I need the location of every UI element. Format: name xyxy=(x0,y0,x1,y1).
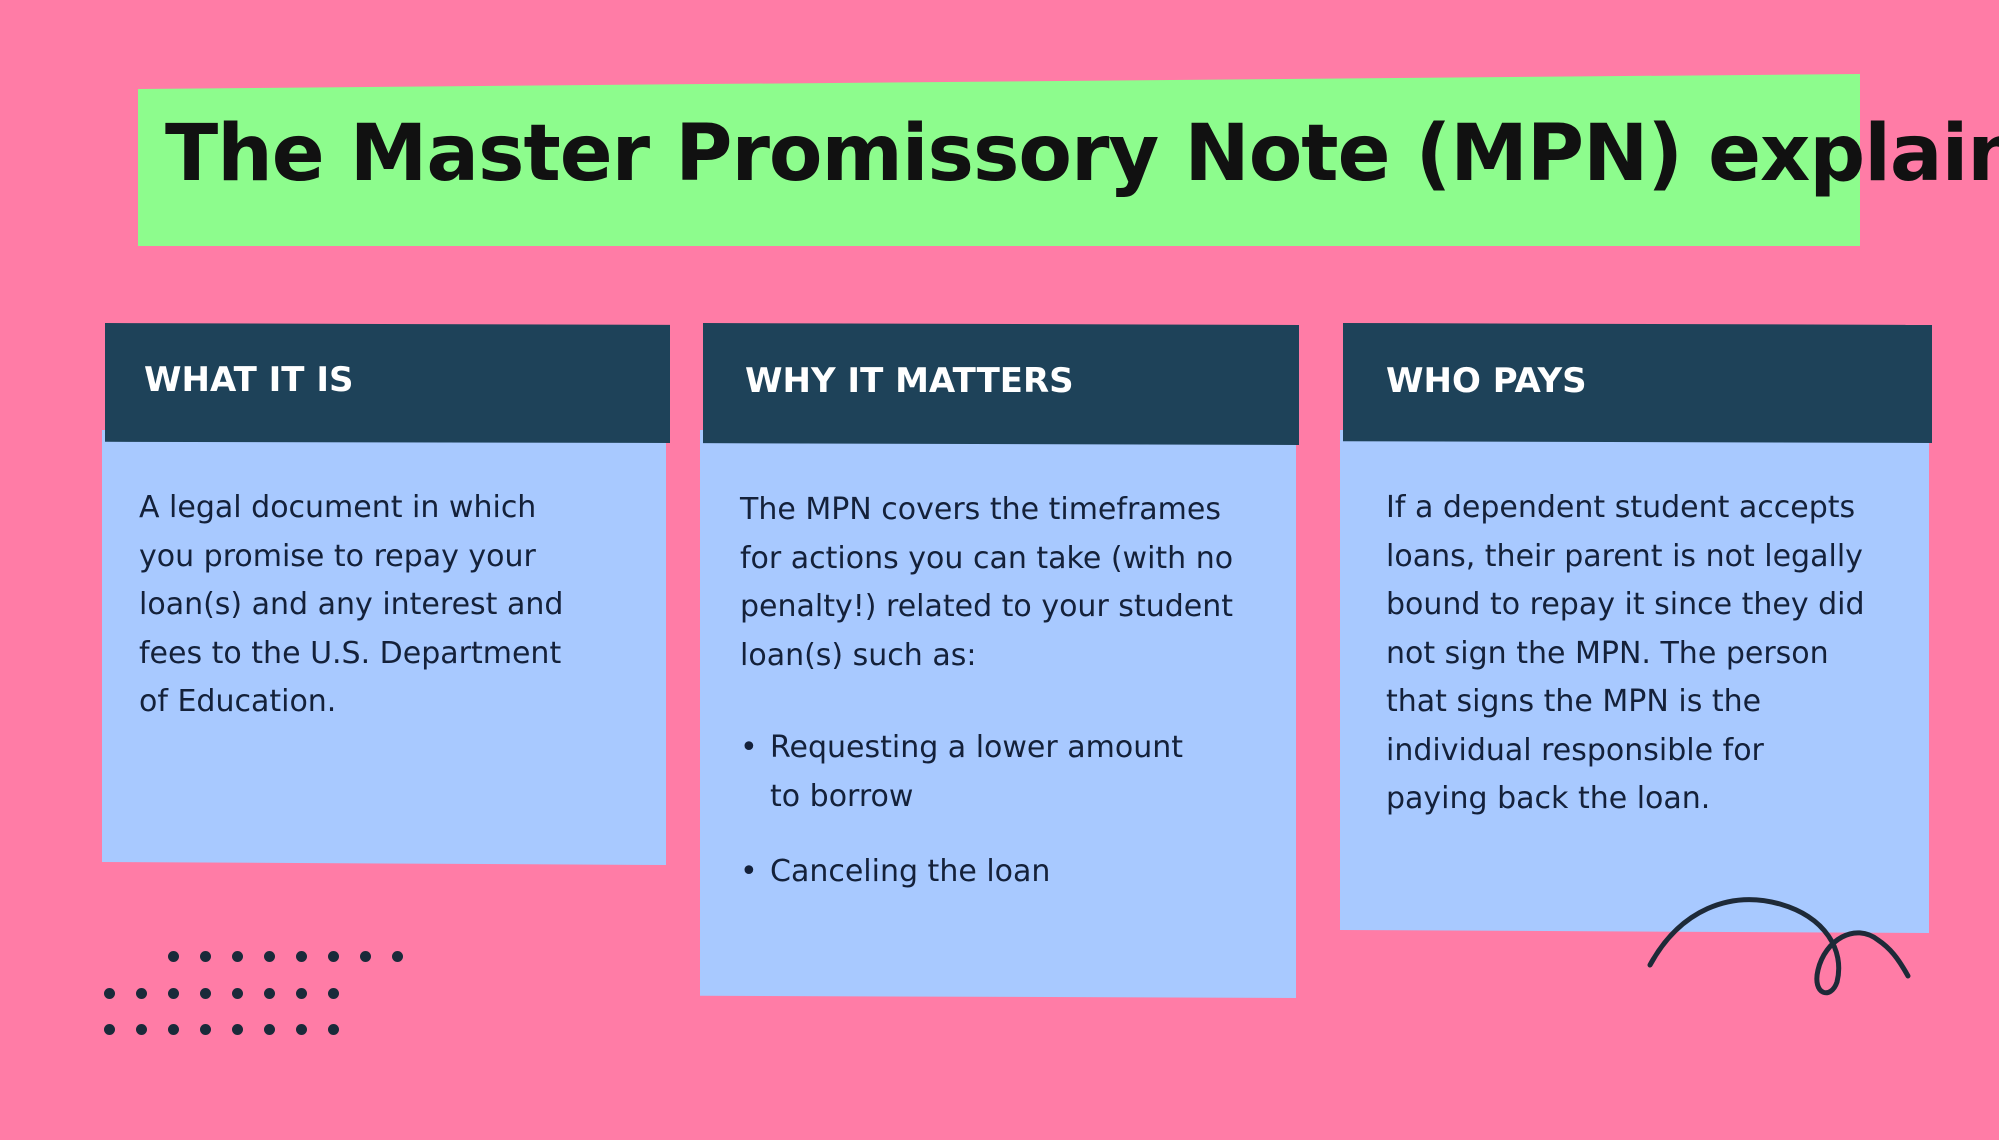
card-text: If a dependent student accepts loans, th… xyxy=(1386,490,1865,816)
card-heading: WHAT IT IS xyxy=(144,360,354,400)
page-title: The Master Promissory Note (MPN) explain… xyxy=(165,109,1999,199)
list-item: Canceling the loan xyxy=(740,848,1260,897)
card-text: A legal document in which you promise to… xyxy=(139,490,564,719)
card-body xyxy=(1340,430,1929,933)
card-heading: WHO PAYS xyxy=(1386,361,1587,401)
card-body xyxy=(102,430,666,865)
list-item: Requesting a lower amount to borrow xyxy=(740,724,1260,821)
card-header xyxy=(105,323,670,443)
title-band xyxy=(138,74,1860,246)
bottom-border xyxy=(0,1140,1999,1143)
squiggle-line-icon xyxy=(1647,897,1911,996)
card-body xyxy=(700,430,1296,998)
card-header xyxy=(1343,323,1932,443)
bullet-list: Requesting a lower amount to borrow Canc… xyxy=(740,724,1260,897)
card-text: The MPN covers the timeframes for action… xyxy=(740,492,1234,673)
card-heading: WHY IT MATTERS xyxy=(745,361,1074,401)
card-header xyxy=(703,323,1299,445)
